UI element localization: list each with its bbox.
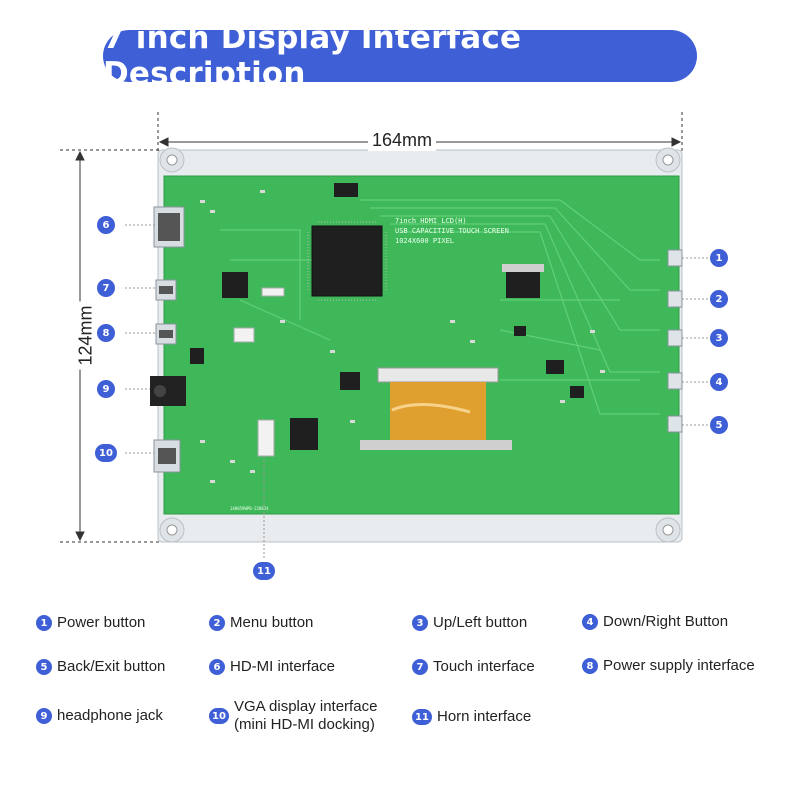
callout-2: 2 [710,290,728,308]
screen-edge [360,440,512,450]
fpc-connector [377,367,499,383]
legend-label-7: Touch interface [433,658,535,675]
micro-usb-power [155,323,177,345]
legend-label-10: VGA display interface [234,698,378,715]
legend-item-3: 3 Up/Left button [412,614,527,632]
legend-item-6: 6 HD-MI interface [209,658,335,676]
legend-label-2: Menu button [230,614,314,631]
legend-label-4: Down/Right Button [603,613,729,630]
callout-10: 10 [95,444,117,462]
legend-label-11: Horn interface [437,708,532,725]
legend-badge-4: 4 [582,614,598,630]
fpc-ribbon [390,382,486,440]
legend-item-2: 2 Menu button [209,614,313,632]
silk-line-2: USB CAPACITIVE TOUCH SCREEN [395,227,509,235]
legend-badge-9: 9 [36,708,52,724]
micro-usb-touch [155,279,177,301]
legend-badge-10: 10 [209,708,229,724]
callout-3: 3 [710,329,728,347]
legend-label-10-sub: (mini HD-MI docking) [234,716,375,733]
legend-label-8: Power supply interface [603,657,755,674]
legend-label-9: headphone jack [57,707,163,724]
horn-connector [257,419,275,457]
legend-item-10: 10 VGA display interface (mini HD-MI doc… [209,698,377,734]
callout-4: 4 [710,373,728,391]
side-buttons [667,249,683,433]
legend-badge-8: 8 [582,658,598,674]
width-label: 164mm [368,130,437,151]
callout-1: 1 [710,249,728,267]
legend-label-1: Power button [57,614,146,631]
legend-badge-7: 7 [412,659,428,675]
height-label: 124mm [75,301,97,370]
callout-9: 9 [97,380,115,398]
legend-label-6: HD-MI interface [230,658,336,675]
small-ics [190,183,584,450]
callout-8: 8 [97,324,115,342]
regulator-tab [502,264,544,272]
legend-badge-11: 11 [412,709,432,725]
pcb-diagram: 7inch HDMI LCD(H) USB CAPACITIVE TOUCH S… [60,112,708,560]
callout-7: 7 [97,279,115,297]
mini-hdmi-port [153,439,181,473]
legend-badge-5: 5 [36,659,52,675]
pcb-traces [220,199,660,415]
callout-6: 6 [97,216,115,234]
legend-item-7: 7 Touch interface [412,658,535,676]
callout-5: 5 [710,416,728,434]
legend-badge-2: 2 [209,615,225,631]
legend-item-11: 11 Horn interface [412,708,531,726]
hdmi-port [153,206,185,248]
legend-badge-6: 6 [209,659,225,675]
legend-item-4: 4 Down/Right Button [582,613,728,631]
chip-pins [307,221,387,301]
callout-11: 11 [253,562,275,580]
legend-badge-1: 1 [36,615,52,631]
legend-item-5: 5 Back/Exit button [36,658,165,676]
audio-jack [150,376,186,406]
legend-label-5: Back/Exit button [57,658,166,675]
legend-item-1: 1 Power button [36,614,145,632]
legend-label-3: Up/Left button [433,614,528,631]
silk-line-3: 1024X600 PIXEL [395,237,454,245]
legend-badge-3: 3 [412,615,428,631]
callout-leaders [125,224,708,560]
legend-item-9: 9 headphone jack [36,707,163,725]
silk-line-1: 7inch HDMI LCD(H) [395,217,467,225]
legend-item-8: 8 Power supply interface [582,657,755,675]
main-chip [311,225,383,297]
part-number: 14H059WPB-220824 [230,506,269,511]
